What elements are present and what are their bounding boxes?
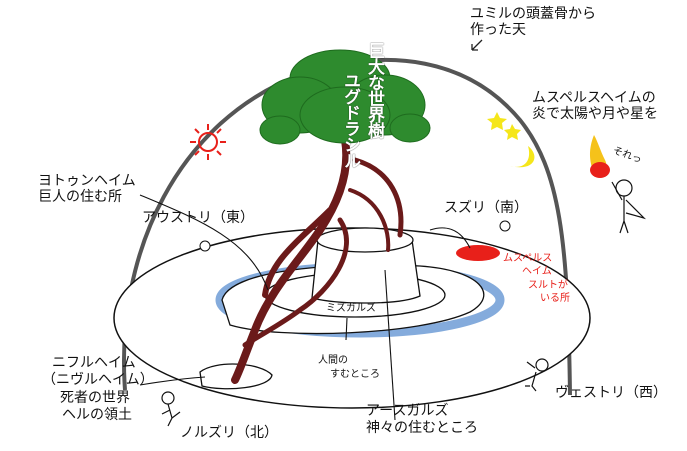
asgard-label-2: 神々の住むところ: [366, 420, 478, 436]
muspelheim-fire: [456, 245, 500, 261]
tree-trunk: [231, 136, 404, 384]
tree-label-2: ユグドラシル: [340, 72, 360, 168]
north-label: ノルズリ（北）: [180, 425, 278, 441]
sky-label-2: 作った天: [470, 22, 526, 38]
moon-icon: [510, 146, 535, 168]
muspelheim-label-1: ムスペルス: [503, 253, 553, 264]
jotunheim-label-1: ヨトゥンヘイム: [38, 173, 136, 189]
star-icon: [487, 112, 507, 130]
muspelheim-label-3: スルトが: [528, 280, 568, 291]
east-label: アウストリ（東）: [142, 210, 254, 226]
sky-label-1: ユミルの頭蓋骨から: [470, 6, 596, 22]
muspelheim-label-2: ヘイム: [522, 266, 552, 277]
sun-icon: [190, 124, 226, 160]
pointer-lines: [139, 194, 471, 421]
tree-canopy: [259, 49, 431, 145]
star-icon: [504, 124, 521, 140]
west-label: ヴェストリ（西）: [555, 385, 667, 401]
tree-label-1: 巨大な世界樹: [364, 42, 384, 138]
asgard-label-1: アースガルズ: [366, 403, 449, 419]
jotunheim-label-2: 巨人の住む所: [38, 189, 122, 205]
figure-south: [499, 220, 511, 232]
niflheim-label-4: ヘルの領土: [62, 407, 132, 423]
midgard-label: ミズガルズ: [326, 303, 376, 314]
midgard-desc-2: すむところ: [330, 369, 380, 380]
flame-icon: [590, 135, 607, 172]
niflheim-label-2: （ニヴルヘイム）: [42, 372, 154, 388]
midgard-desc-1: 人間の: [318, 355, 348, 366]
figure-north: [161, 391, 181, 427]
arrow-icon: [471, 39, 483, 51]
figure-west: [525, 358, 549, 392]
niflheim-label-1: ニフルヘイム: [52, 355, 136, 371]
figure-thrower: [611, 179, 647, 234]
figure-east: [199, 240, 211, 252]
fire-label-2: 炎で太陽や月や星を: [532, 106, 658, 122]
muspelheim-label-4: いる所: [540, 293, 570, 304]
south-label: スズリ（南）: [444, 200, 528, 216]
niflheim-label-3: 死者の世界: [60, 390, 130, 406]
fire-label-1: ムスペルスヘイムの: [532, 90, 656, 106]
sky-dome: [122, 58, 572, 396]
